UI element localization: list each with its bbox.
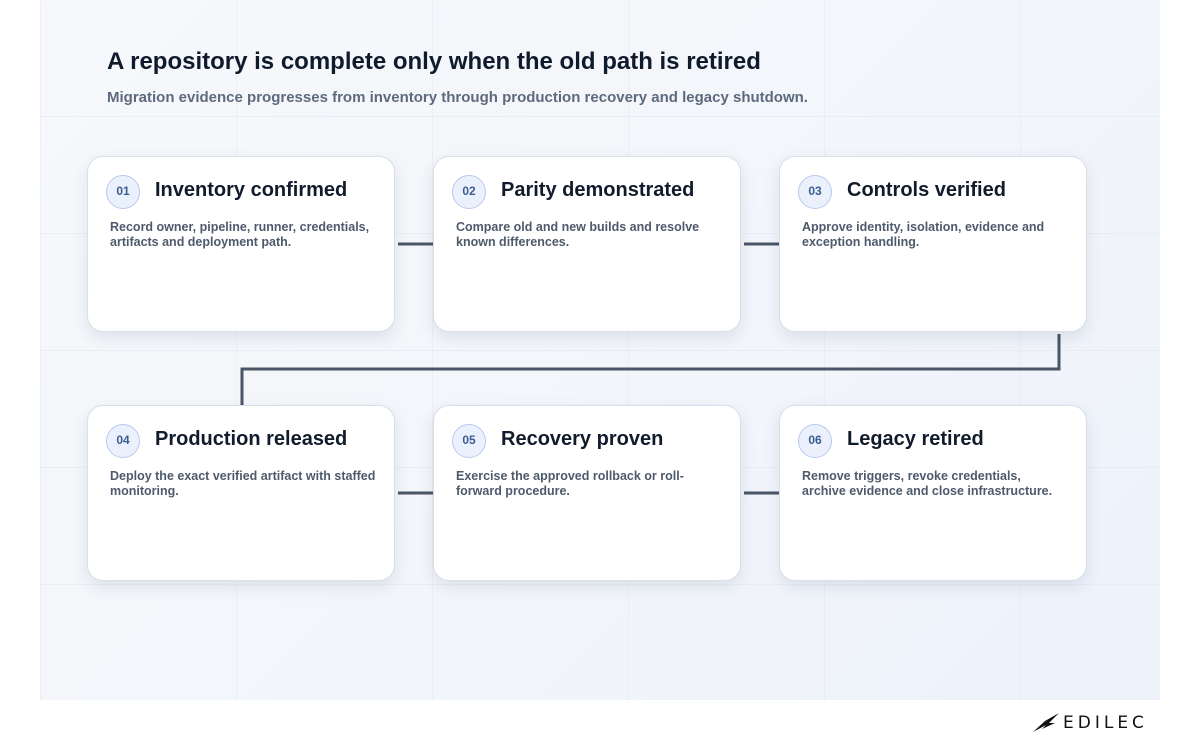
step-card-legacy: 06 Legacy retired Remove triggers, revok… [779, 405, 1087, 581]
step-title: Production released [155, 428, 348, 450]
step-description: Approve identity, isolation, evidence an… [802, 220, 1045, 249]
step-card-production: 04 Production released Deploy the exact … [87, 405, 395, 581]
step-description: Exercise the approved rollback or roll-f… [456, 469, 684, 498]
step-card-recovery: 05 Recovery proven Exercise the approved… [433, 405, 741, 581]
connector-03-04 [240, 334, 1061, 405]
page-title: A repository is complete only when the o… [107, 48, 761, 75]
step-description: Deploy the exact verified artifact with … [110, 469, 376, 498]
step-card-inventory: 01 Inventory confirmed Record owner, pip… [87, 156, 395, 332]
step-title: Parity demonstrated [501, 179, 695, 201]
step-description: Remove triggers, revoke credentials, arc… [802, 469, 1053, 498]
step-title: Controls verified [847, 179, 1006, 201]
step-number-badge: 05 [452, 424, 486, 458]
step-description: Compare old and new builds and resolve k… [456, 220, 700, 249]
step-number-badge: 02 [452, 175, 486, 209]
brand-mark-icon [1033, 713, 1059, 732]
step-number-badge: 04 [106, 424, 140, 458]
step-card-controls: 03 Controls verified Approve identity, i… [779, 156, 1087, 332]
step-title: Legacy retired [847, 428, 984, 450]
step-number-badge: 01 [106, 175, 140, 209]
step-title: Recovery proven [501, 428, 664, 450]
page-subtitle: Migration evidence progresses from inven… [107, 89, 808, 106]
step-number-badge: 03 [798, 175, 832, 209]
step-number-badge: 06 [798, 424, 832, 458]
step-card-parity: 02 Parity demonstrated Compare old and n… [433, 156, 741, 332]
diagram-background [40, 0, 1160, 700]
brand-name: EDILEC [1063, 713, 1148, 733]
step-title: Inventory confirmed [155, 179, 348, 201]
step-description: Record owner, pipeline, runner, credenti… [110, 220, 370, 249]
